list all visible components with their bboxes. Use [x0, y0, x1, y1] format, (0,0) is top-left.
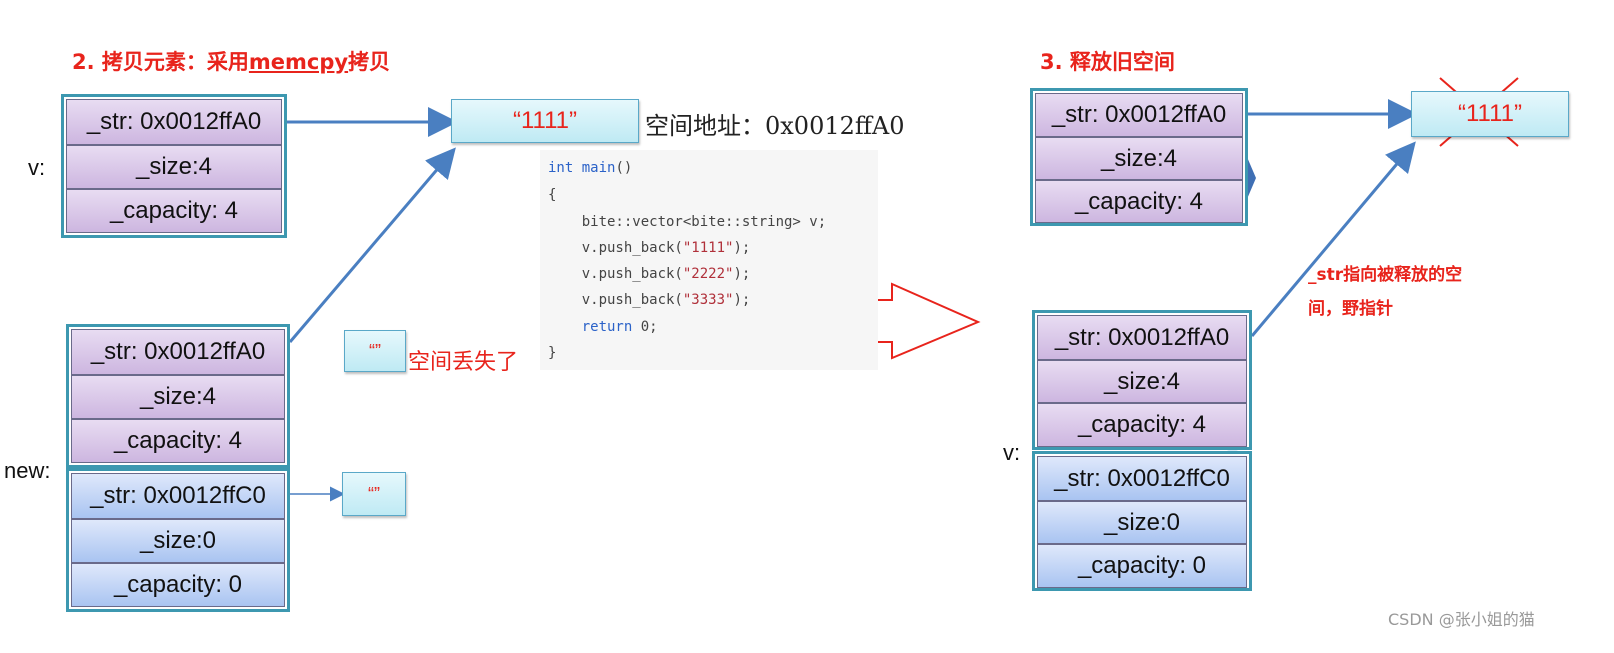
title-prefix: 2. 拷贝元素：采用	[72, 50, 249, 74]
code-line-1: int main()	[548, 160, 633, 176]
size-field: _size:4	[71, 375, 285, 419]
str-field: _str: 0x0012ffA0	[66, 99, 282, 145]
code-line-8: }	[548, 345, 557, 361]
code-line-3: bite::vector<bite::string> v;	[548, 214, 827, 230]
arrow-new-str-to-string	[288, 147, 456, 343]
capacity-field: _capacity: 4	[66, 189, 282, 233]
code-line-2: {	[548, 187, 557, 203]
new-struct-upper-left: _str: 0x0012ffA0 _size:4 _capacity: 4	[66, 324, 290, 468]
string-box-1111: “1111”	[451, 99, 639, 143]
code-line-6: v.push_back("3333");	[548, 292, 751, 308]
code-snippet: int main() { bite::vector<bite::string> …	[540, 150, 878, 370]
v-label-right: v:	[1003, 440, 1021, 465]
right-section-title: 3. 释放旧空间	[1040, 50, 1175, 74]
old-struct-right: _str: 0x0012ffA0 _size:4 _capacity: 4	[1030, 88, 1248, 226]
size-field: _size:0	[1037, 501, 1247, 544]
v-struct-left: _str: 0x0012ffA0 _size:4 _capacity: 4	[61, 94, 287, 238]
v-struct-upper-right: _str: 0x0012ffA0 _size:4 _capacity: 4	[1032, 310, 1252, 450]
address-note: 空间地址：0x0012ffA0	[645, 112, 905, 140]
lost-space-note: 空间丢失了	[408, 350, 519, 375]
new-struct-lower-left: _str: 0x0012ffC0 _size:0 _capacity: 0	[66, 468, 290, 612]
capacity-field: _capacity: 4	[71, 419, 285, 463]
str-field: _str: 0x0012ffA0	[71, 329, 285, 375]
left-section-title: 2. 拷贝元素：采用memcpy拷贝	[72, 46, 390, 76]
str-field: _str: 0x0012ffA0	[1037, 315, 1247, 360]
capacity-field: _capacity: 4	[1037, 403, 1247, 447]
v-struct-lower-right: _str: 0x0012ffC0 _size:0 _capacity: 0	[1032, 451, 1252, 591]
capacity-field: _capacity: 4	[1035, 180, 1243, 223]
title-suffix: 拷贝	[348, 50, 391, 74]
code-line-5: v.push_back("2222");	[548, 266, 751, 282]
empty-string-box: “”	[342, 472, 406, 516]
code-line-4: v.push_back("1111");	[548, 240, 751, 256]
str-field: _str: 0x0012ffC0	[1037, 456, 1247, 501]
csdn-watermark: CSDN @张小姐的猫	[1388, 610, 1535, 629]
code-line-7: return 0;	[581, 319, 658, 335]
title-memcpy: memcpy	[248, 50, 349, 74]
str-field: _str: 0x0012ffA0	[1035, 93, 1243, 137]
freed-string-box: “1111”	[1411, 91, 1569, 137]
lost-string-box: “”	[344, 330, 406, 372]
dangling-note-line1: _str指向被释放的空	[1308, 265, 1463, 285]
size-field: _size:4	[1035, 137, 1243, 180]
new-label-left: new:	[4, 458, 51, 483]
dangling-note-line2: 间，野指针	[1308, 299, 1393, 319]
capacity-field: _capacity: 0	[71, 563, 285, 607]
size-field: _size:0	[71, 519, 285, 563]
capacity-field: _capacity: 0	[1037, 544, 1247, 588]
size-field: _size:4	[1037, 360, 1247, 403]
str-field: _str: 0x0012ffC0	[71, 473, 285, 519]
size-field: _size:4	[66, 145, 282, 189]
v-label-left: v:	[28, 155, 46, 180]
arrow-v-str-to-freed	[1250, 141, 1416, 337]
